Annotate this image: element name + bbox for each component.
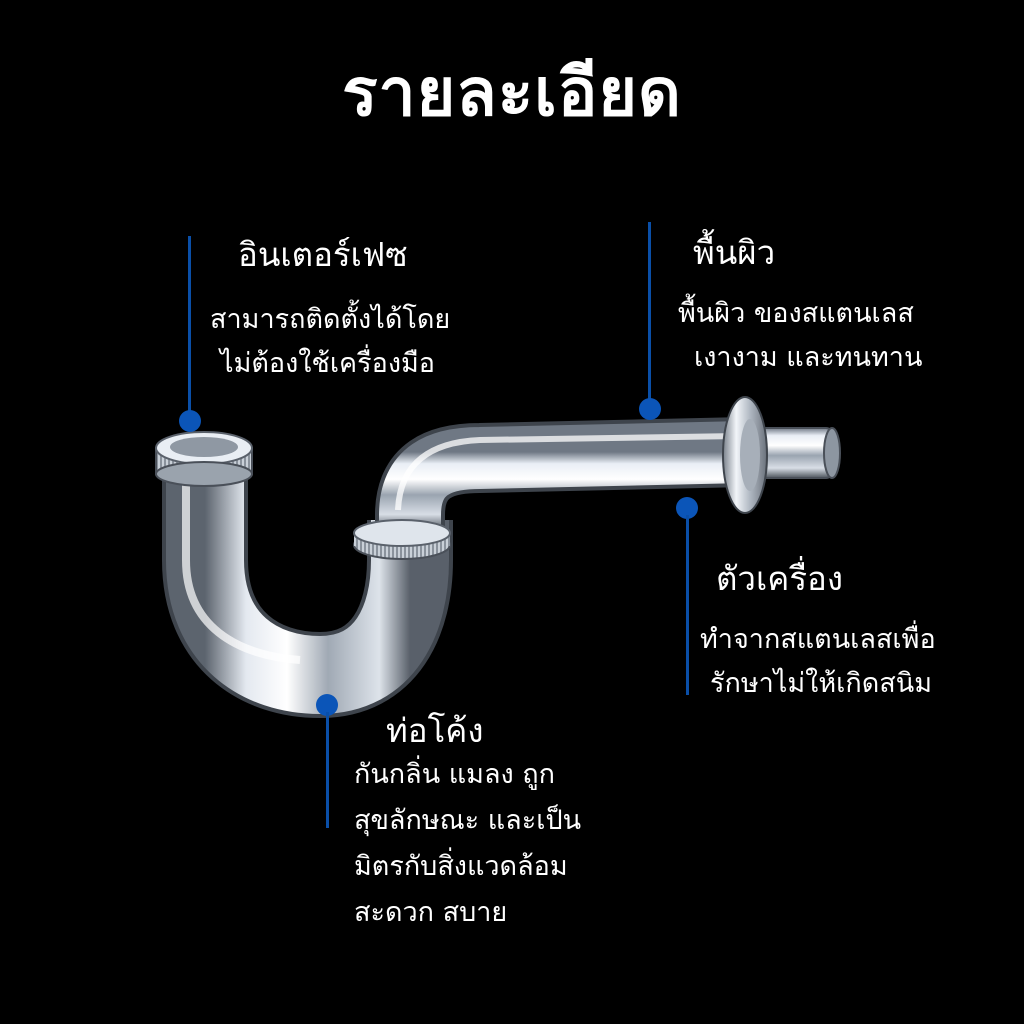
bend-callout-line xyxy=(326,712,329,828)
surface-heading: พื้นผิว xyxy=(693,233,776,272)
body-callout-dot xyxy=(676,497,698,519)
body-heading: ตัวเครื่อง xyxy=(716,559,843,598)
interface-desc-line-2: ไม่ต้องใช้เครื่องมือ xyxy=(220,348,436,379)
bend-callout-dot xyxy=(316,694,338,716)
body-desc-line-1: ทำจากสแตนเลสเพื่อ xyxy=(700,624,936,655)
surface-desc-line-2: เงางาม และทนทาน xyxy=(694,342,923,373)
interface-desc-line-1: สามารถติดตั้งได้โดย xyxy=(210,304,451,335)
bend-desc-line-1: กันกลิ่น แมลง ถูก xyxy=(354,759,555,790)
bend-heading: ท่อโค้ง xyxy=(386,711,484,750)
surface-callout-line xyxy=(648,222,651,408)
interface-callout-line xyxy=(188,236,191,416)
interface-callout-dot xyxy=(179,410,201,432)
body-desc-line-2: รักษาไม่ให้เกิดสนิม xyxy=(710,668,933,699)
bend-desc-line-2: สุขลักษณะ และเป็น xyxy=(354,805,582,836)
surface-description: พื้นผิว ของสแตนเลส เงางาม และทนทาน xyxy=(678,292,922,380)
surface-callout-dot xyxy=(639,398,661,420)
bend-desc-line-4: สะดวก สบาย xyxy=(354,897,508,928)
interface-heading: อินเตอร์เฟซ xyxy=(238,235,408,274)
body-callout-line xyxy=(686,515,689,695)
bend-description: กันกลิ่น แมลง ถูก สุขลักษณะ และเป็น มิตร… xyxy=(354,752,581,936)
interface-description: สามารถติดตั้งได้โดย ไม่ต้องใช้เครื่องมือ xyxy=(210,298,450,386)
surface-desc-line-1: พื้นผิว ของสแตนเลส xyxy=(678,298,914,329)
page-title: รายละเอียด xyxy=(342,54,682,131)
body-description: ทำจากสแตนเลสเพื่อ รักษาไม่ให้เกิดสนิม xyxy=(700,618,936,706)
bend-desc-line-3: มิตรกับสิ่งแวดล้อม xyxy=(354,851,568,882)
